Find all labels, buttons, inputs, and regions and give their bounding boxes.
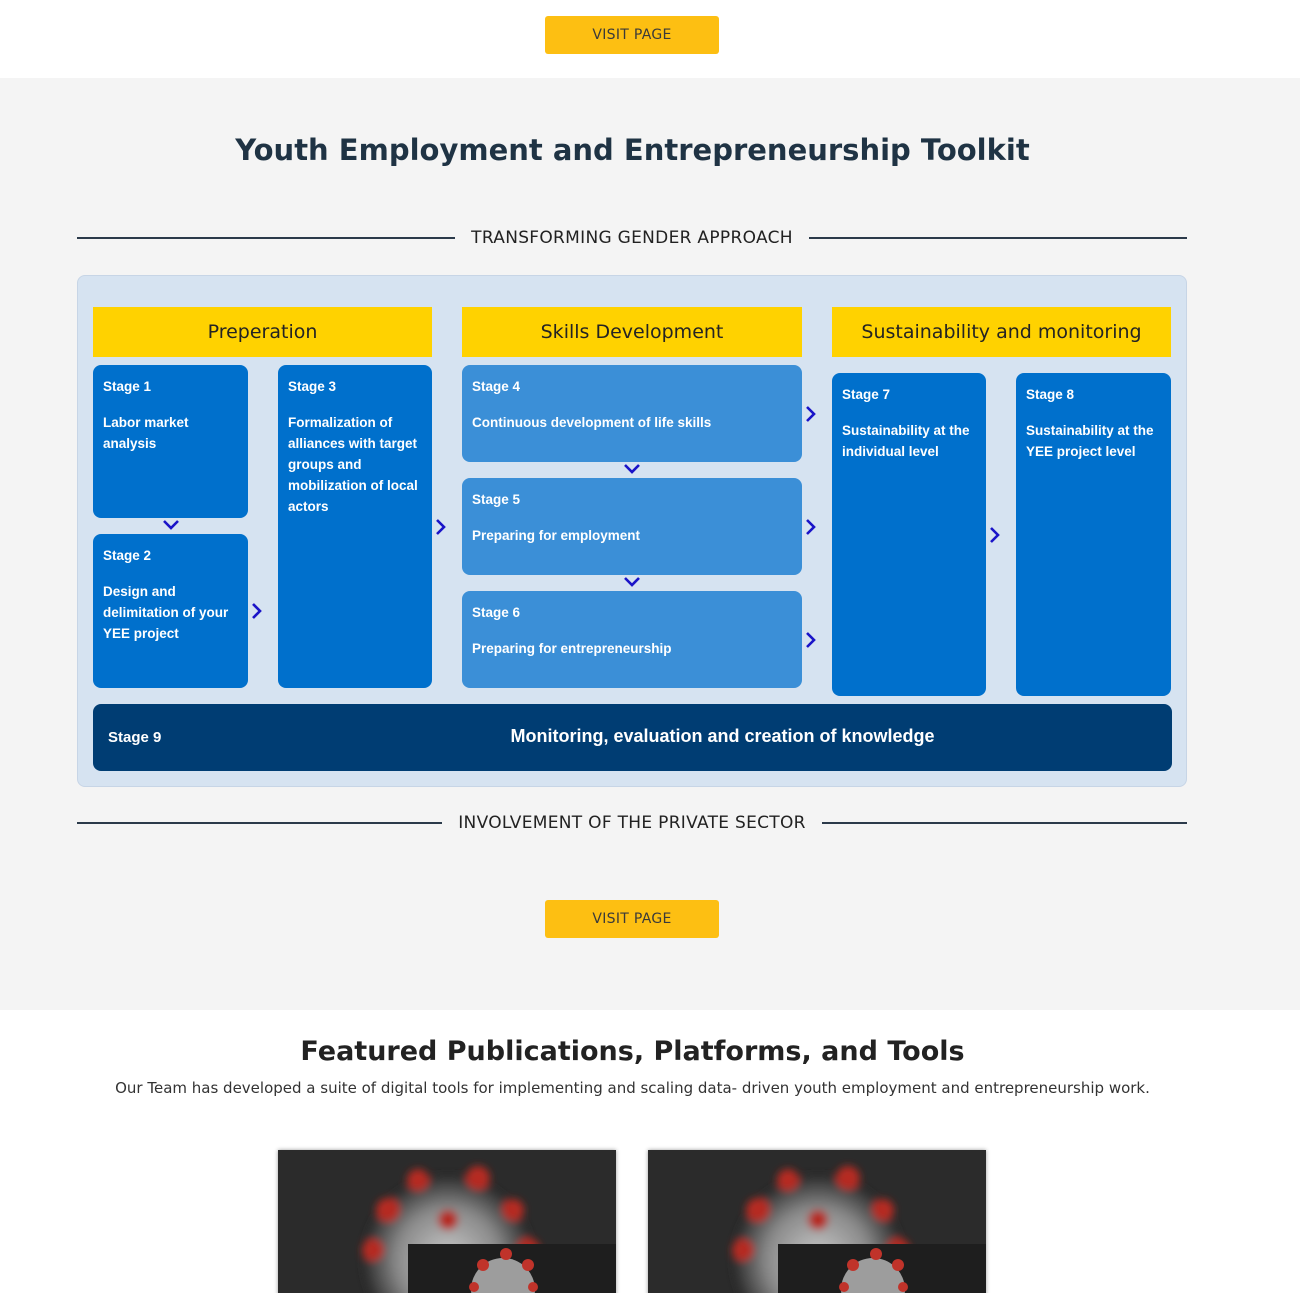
visit-page-button[interactable]: VISIT PAGE xyxy=(545,900,719,938)
stage-label: Stage 6 xyxy=(472,605,521,620)
phase-preparation: Preperation xyxy=(93,307,432,357)
stage-3-card[interactable]: Stage 3 Formalization of alliances with … xyxy=(278,365,432,688)
divider-line xyxy=(77,822,443,824)
chevron-right-icon xyxy=(805,518,817,536)
toolkit-section: Youth Employment and Entrepreneurship To… xyxy=(0,78,1300,1010)
stage-4-card[interactable]: Stage 4 Continuous development of life s… xyxy=(462,365,802,462)
divider-line xyxy=(808,237,1187,239)
stage-label: Stage 9 xyxy=(108,729,162,746)
stage-description: Sustainability at the individual level xyxy=(842,423,970,459)
gender-approach-divider: TRANSFORMING GENDER APPROACH xyxy=(77,226,1187,250)
chevron-right-icon xyxy=(251,602,263,620)
chevron-right-icon xyxy=(435,518,447,536)
featured-title: Featured Publications, Platforms, and To… xyxy=(300,1036,965,1067)
stage-8-card[interactable]: Stage 8 Sustainability at the YEE projec… xyxy=(1016,373,1171,696)
toolkit-diagram: Preperation Skills Development Sustainab… xyxy=(77,275,1187,787)
stage-label: Stage 1 xyxy=(103,379,152,394)
stage-9-card[interactable]: Stage 9 Monitoring, evaluation and creat… xyxy=(93,704,1172,771)
stage-1-card[interactable]: Stage 1 Labor market analysis xyxy=(93,365,248,518)
stage-7-card[interactable]: Stage 7 Sustainability at the individual… xyxy=(832,373,986,696)
chevron-down-icon xyxy=(162,519,180,531)
stage-description: Sustainability at the YEE project level xyxy=(1026,423,1154,459)
stage-label: Stage 3 xyxy=(288,379,337,394)
stage-label: Stage 8 xyxy=(1026,387,1075,402)
chevron-right-icon xyxy=(989,526,1001,544)
divider-line xyxy=(77,237,456,239)
stage-label: Stage 2 xyxy=(103,548,152,563)
divider-label: TRANSFORMING GENDER APPROACH xyxy=(471,228,793,248)
top-band: VISIT PAGE xyxy=(0,0,1300,78)
stage-2-card[interactable]: Stage 2 Design and delimitation of your … xyxy=(93,534,248,688)
stage-5-card[interactable]: Stage 5 Preparing for employment xyxy=(462,478,802,575)
divider-line xyxy=(821,822,1188,824)
phase-skills-development: Skills Development xyxy=(462,307,802,357)
publication-thumbnail[interactable] xyxy=(648,1150,986,1293)
stage-6-card[interactable]: Stage 6 Preparing for entrepreneurship xyxy=(462,591,802,688)
stage-label: Stage 4 xyxy=(472,379,521,394)
toolkit-title: Youth Employment and Entrepreneurship To… xyxy=(235,133,1030,167)
stage-description: Preparing for entrepreneurship xyxy=(472,641,672,656)
chevron-right-icon xyxy=(805,631,817,649)
stage-description: Monitoring, evaluation and creation of k… xyxy=(510,726,935,746)
divider-label: INVOLVEMENT OF THE PRIVATE SECTOR xyxy=(458,813,806,833)
stage-description: Labor market analysis xyxy=(103,415,189,451)
stage-label: Stage 5 xyxy=(472,492,521,507)
chevron-down-icon xyxy=(623,463,641,475)
phase-sustainability: Sustainability and monitoring xyxy=(832,307,1171,357)
chevron-right-icon xyxy=(805,405,817,423)
stage-description: Continuous development of life skills xyxy=(472,415,712,430)
stage-description: Design and delimitation of your YEE proj… xyxy=(103,584,229,641)
stage-label: Stage 7 xyxy=(842,387,891,402)
publication-thumbnail[interactable] xyxy=(278,1150,616,1293)
stage-description: Formalization of alliances with target g… xyxy=(288,415,418,514)
stage-description: Preparing for employment xyxy=(472,528,641,543)
chevron-down-icon xyxy=(623,576,641,588)
visit-page-button[interactable]: VISIT PAGE xyxy=(545,16,719,54)
featured-subtitle: Our Team has developed a suite of digita… xyxy=(115,1079,1150,1097)
private-sector-divider: INVOLVEMENT OF THE PRIVATE SECTOR xyxy=(77,811,1188,835)
